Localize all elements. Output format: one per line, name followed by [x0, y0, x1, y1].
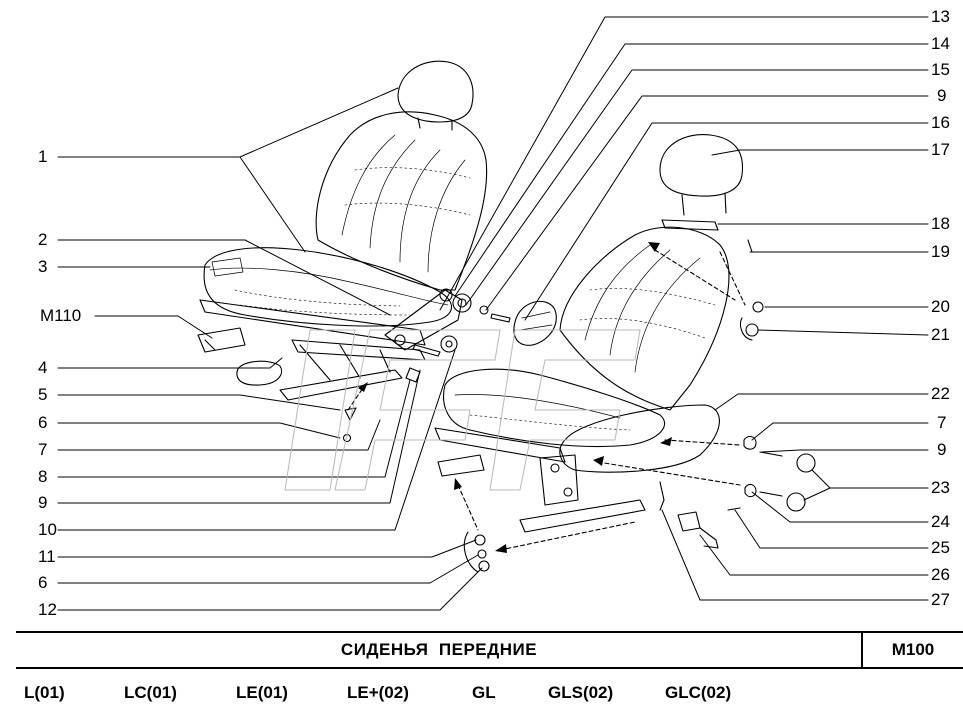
left-backrest: [315, 111, 488, 291]
callout-27: 27: [931, 590, 950, 609]
callout-15: 15: [931, 60, 950, 79]
callout-9-left: 9: [38, 493, 48, 512]
callout-7-right: 7: [937, 413, 947, 432]
variant-le: LE(01): [236, 683, 288, 702]
callout-1: 1: [38, 147, 48, 166]
right-seat: [434, 134, 816, 573]
watermark-logo: [284, 329, 641, 491]
recliner-knob: [513, 301, 557, 346]
title-bar: СИДЕНЬЯ ПЕРЕДНИЕ M100: [16, 631, 963, 669]
variant-l: L(01): [24, 683, 65, 702]
callout-2: 2: [38, 230, 48, 249]
variant-lc: LC(01): [124, 683, 177, 702]
callout-9-upper: 9: [937, 86, 947, 105]
callout-24: 24: [931, 512, 950, 531]
variant-le-plus: LE+(02): [347, 683, 409, 702]
variant-gls: GLS(02): [548, 683, 614, 702]
left-cushion: [203, 247, 452, 327]
right-backrest: [559, 226, 730, 411]
callout-25: 25: [931, 538, 950, 557]
callout-21: 21: [931, 325, 950, 344]
left-headrest: [397, 60, 474, 123]
callout-20: 20: [931, 297, 950, 316]
callout-19: 19: [931, 242, 950, 261]
title-divider: [861, 633, 863, 667]
callout-23: 23: [931, 478, 950, 497]
leader-lines: [57, 16, 929, 611]
callout-3: 3: [38, 257, 48, 276]
callout-7-left: 7: [38, 440, 48, 459]
callout-11: 11: [38, 547, 56, 566]
callout-13: 13: [931, 7, 950, 26]
variant-glc: GLC(02): [665, 683, 732, 702]
page-title: СИДЕНЬЯ ПЕРЕДНИЕ: [340, 640, 538, 659]
exploded-diagram: [57, 16, 929, 611]
callout-10: 10: [38, 520, 57, 539]
right-cushion: [443, 368, 666, 448]
callout-6-left: 6: [38, 413, 48, 432]
callout-26: 26: [931, 565, 950, 584]
callout-5: 5: [38, 385, 48, 404]
left-seat-frame: [199, 299, 426, 346]
callout-22: 22: [931, 384, 950, 403]
callout-m110: M110: [40, 306, 82, 325]
left-seat: [197, 60, 488, 443]
callout-18: 18: [931, 214, 950, 233]
right-side-bolster: [559, 404, 720, 473]
callout-6-lower: 6: [38, 573, 48, 592]
left-recliner-plate: [384, 289, 463, 351]
callout-9-right: 9: [937, 440, 947, 459]
callout-17: 17: [931, 140, 950, 159]
callout-12: 12: [38, 600, 57, 619]
arrow-heads: [358, 242, 672, 553]
callout-8: 8: [38, 467, 48, 486]
callout-14: 14: [931, 34, 950, 53]
right-headrest: [659, 134, 744, 197]
variant-gl: GL: [472, 683, 496, 702]
diagram-code: M100: [891, 640, 935, 659]
callout-4: 4: [38, 358, 48, 377]
recliner-hub-parts: [412, 288, 557, 357]
callout-16: 16: [931, 113, 950, 132]
assembly-arrows: [347, 249, 746, 551]
